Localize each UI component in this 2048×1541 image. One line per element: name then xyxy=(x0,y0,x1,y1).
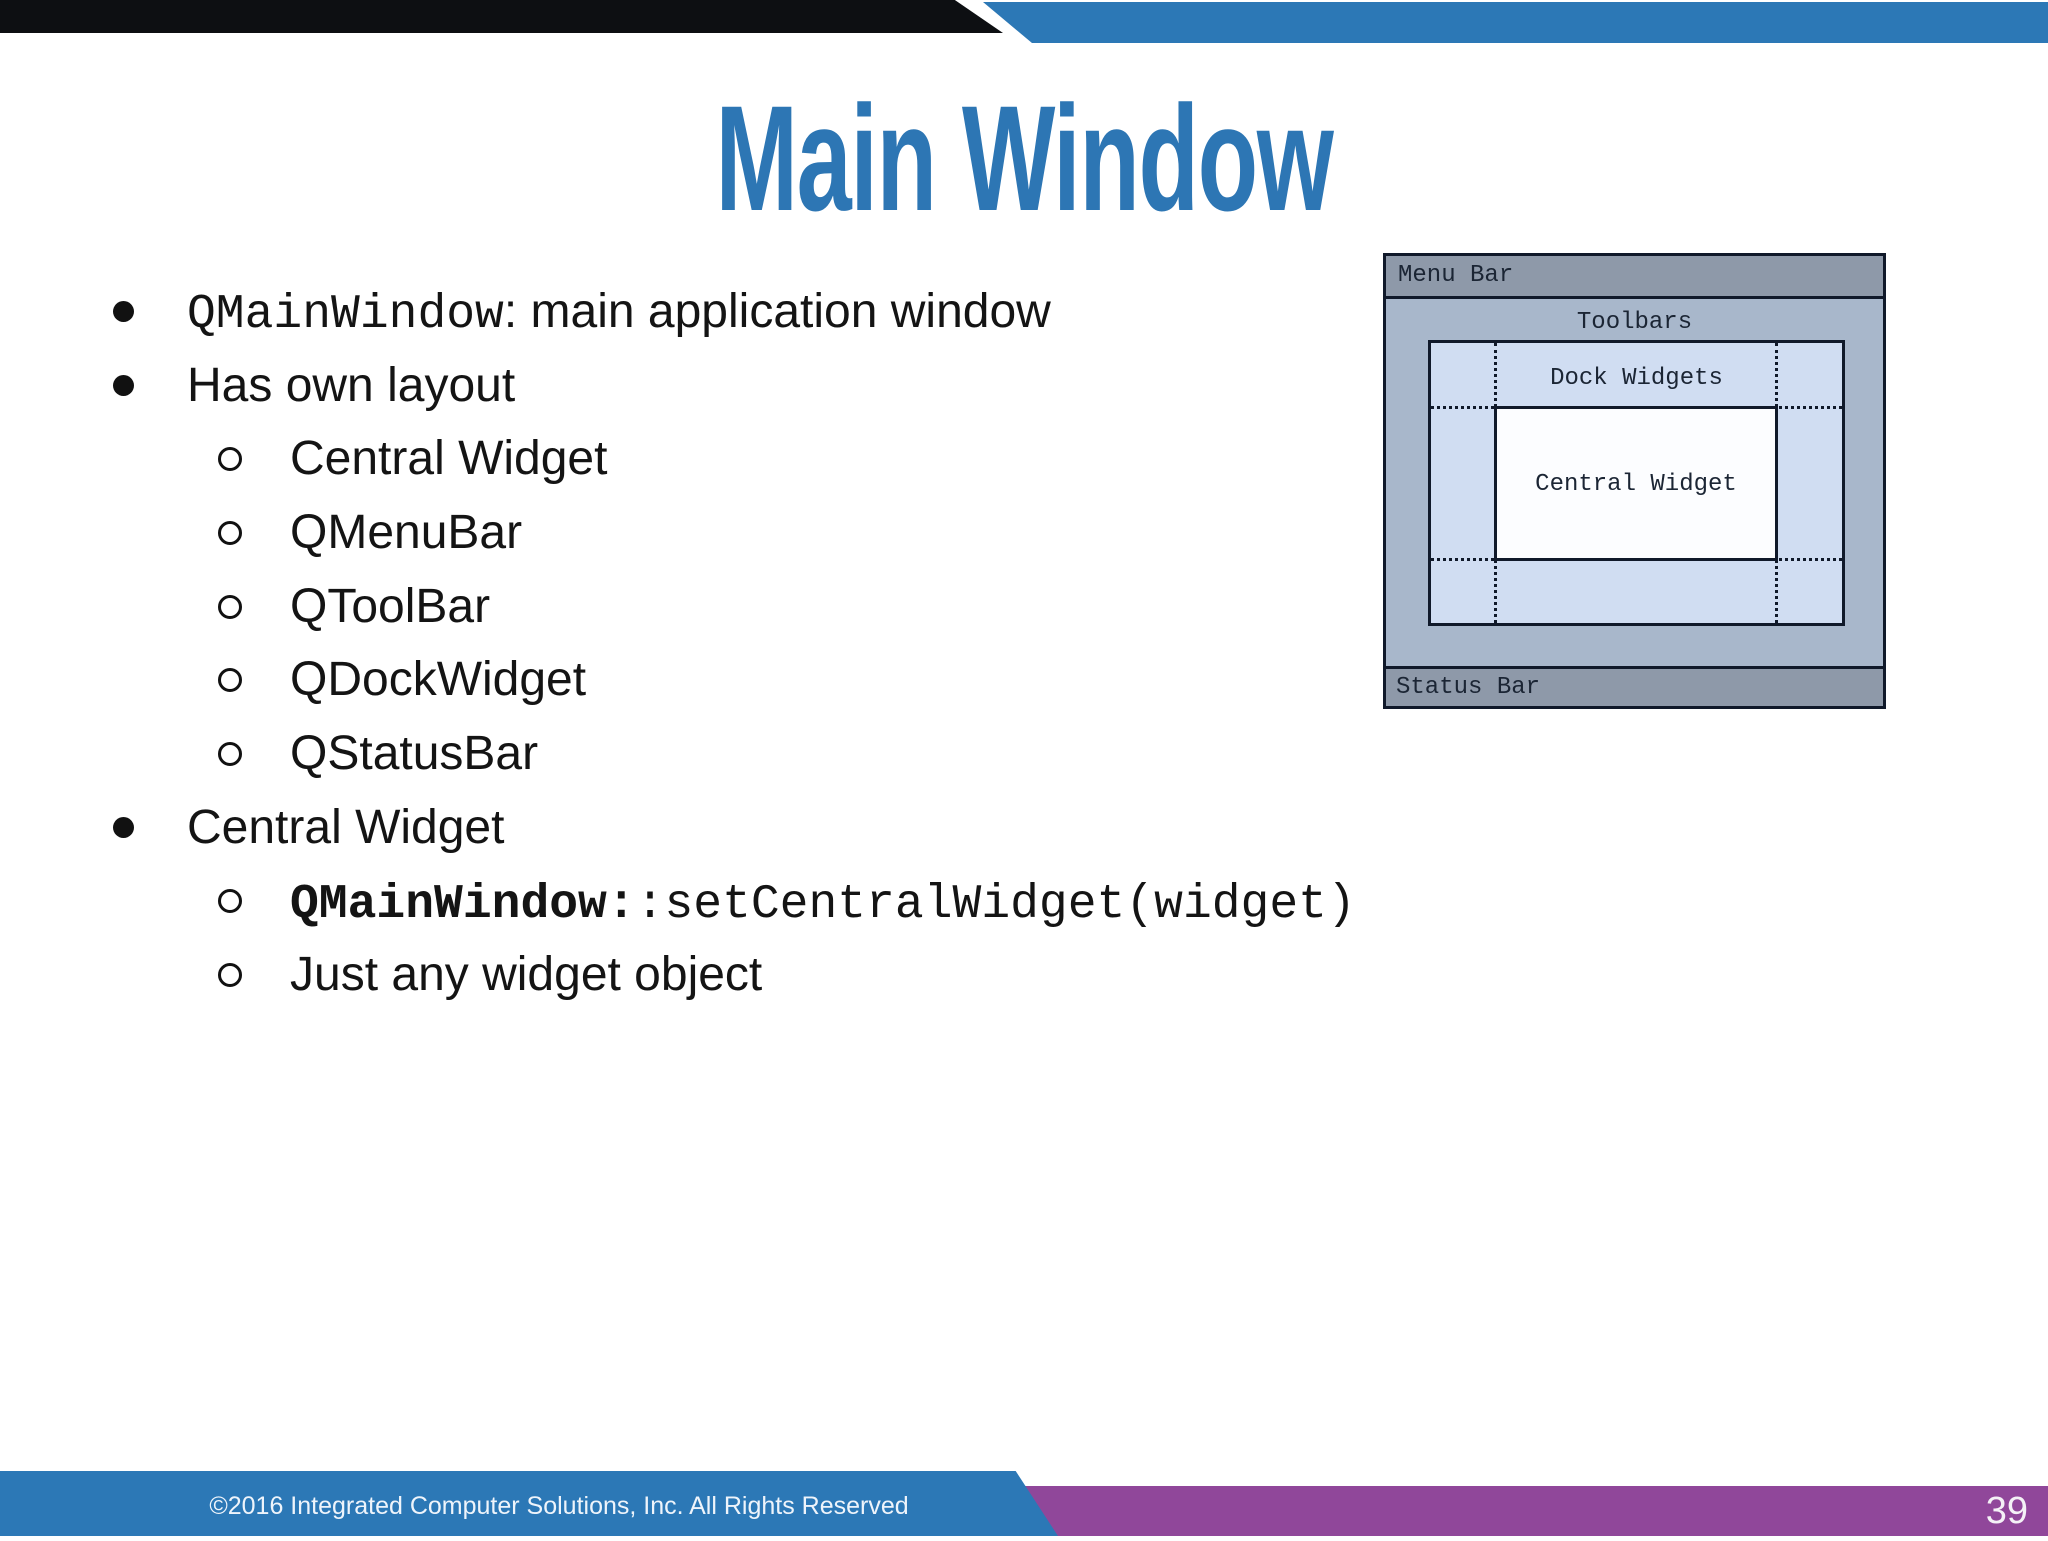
bullet-text: Has own layout xyxy=(113,359,515,412)
bullet-text-segment: QStatusBar xyxy=(290,727,539,781)
bullet-text-segment: : main application window xyxy=(503,285,1051,338)
sub-bullet-item: QToolBar xyxy=(113,570,1453,644)
circle-bullet-icon xyxy=(218,963,242,988)
diagram-menu-bar-label: Menu Bar xyxy=(1398,262,1514,289)
header-black-bar xyxy=(0,0,1003,33)
bullet-text: QMainWindow::setCentralWidget(widget) xyxy=(113,875,1356,932)
bullet-text-segment: Central Widget xyxy=(290,432,608,486)
diagram-toolbars-label: Toolbars xyxy=(1576,309,1693,336)
diagram-dock-widgets-label: Dock Widgets xyxy=(1550,365,1723,392)
footer-purple-bar: 39 xyxy=(1000,1486,2048,1536)
qt-mainwindow-diagram: Menu Bar Toolbars Dock Widgets Central W… xyxy=(1383,253,1886,709)
bullet-item: QMainWindow: main application window xyxy=(113,275,1453,349)
bullet-item: Central Widget xyxy=(113,791,1453,865)
page-title: Main Window xyxy=(715,74,1334,242)
bullet-text: Central Widget xyxy=(113,432,607,485)
header-blue-bar xyxy=(983,2,2048,43)
bullet-text-segment: QMenuBar xyxy=(290,506,523,560)
sub-bullet-item: QMainWindow::setCentralWidget(widget) xyxy=(113,865,1453,939)
sub-bullet-item: Just any widget object xyxy=(113,938,1453,1012)
bullet-text-segment: Central Widget xyxy=(187,800,505,854)
circle-bullet-icon xyxy=(218,447,242,472)
bullet-text-segment: QDockWidget xyxy=(290,653,587,707)
sub-bullet-item: QMenuBar xyxy=(113,496,1453,570)
circle-bullet-icon xyxy=(218,668,242,693)
sub-bullet-item: QStatusBar xyxy=(113,717,1453,791)
bullet-text: QStatusBar xyxy=(113,727,538,780)
bullet-text-segment: QMainWindow: xyxy=(290,877,636,932)
diagram-status-bar-label: Status Bar xyxy=(1396,674,1541,701)
diagram-central-widget-label: Central Widget xyxy=(1535,471,1737,498)
footer-blue-bar: ©2016 Integrated Computer Solutions, Inc… xyxy=(0,1471,1058,1536)
bullet-text: QMainWindow: main application window xyxy=(113,285,1051,342)
page-number: 39 xyxy=(1985,1490,2028,1532)
diagram-central-widget: Central Widget xyxy=(1494,406,1778,561)
footer-copyright: ©2016 Integrated Computer Solutions, Inc… xyxy=(209,1492,909,1520)
bullet-text: QDockWidget xyxy=(113,653,586,706)
bullet-text: Central Widget xyxy=(113,801,504,854)
bullet-text-segment: QToolBar xyxy=(290,579,491,633)
bullet-text-segment: Just any widget object xyxy=(290,948,763,1002)
diagram-menu-bar: Menu Bar xyxy=(1386,256,1883,299)
sub-bullet-item: Central Widget xyxy=(113,422,1453,496)
bullet-text-segment: :setCentralWidget(widget) xyxy=(635,877,1356,932)
sub-bullet-item: QDockWidget xyxy=(113,643,1453,717)
bullet-text-segment: QMainWindow xyxy=(187,288,504,342)
circle-bullet-icon xyxy=(218,741,242,766)
circle-bullet-icon xyxy=(218,594,242,619)
filled-bullet-icon xyxy=(113,374,134,396)
circle-bullet-icon xyxy=(218,889,242,914)
filled-bullet-icon xyxy=(113,816,134,838)
bullet-text: QToolBar xyxy=(113,580,490,633)
diagram-status-bar: Status Bar xyxy=(1386,666,1883,706)
filled-bullet-icon xyxy=(113,300,134,322)
bullet-item: Has own layout xyxy=(113,349,1453,423)
bullet-text: Just any widget object xyxy=(113,948,762,1001)
bullet-text-segment: Has own layout xyxy=(187,358,516,412)
bullet-text: QMenuBar xyxy=(113,506,522,559)
circle-bullet-icon xyxy=(218,520,242,545)
diagram-dock-area: Dock Widgets Central Widget xyxy=(1428,340,1845,626)
